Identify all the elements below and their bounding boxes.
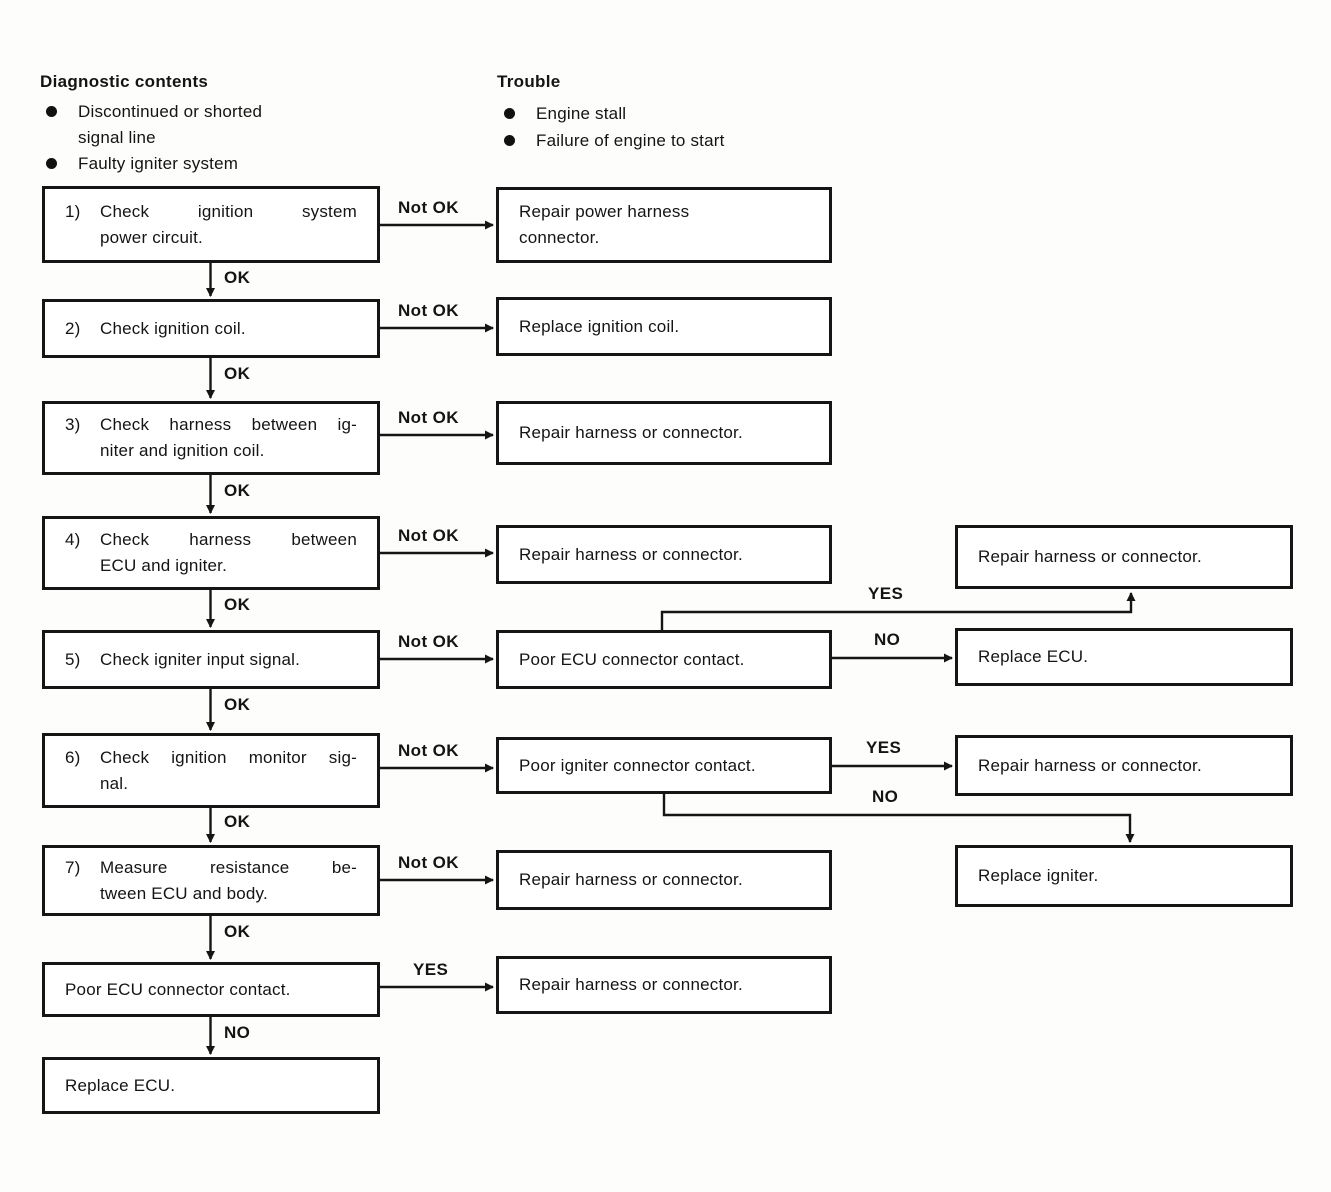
action-box-6: Poor igniter connector contact. <box>496 737 832 794</box>
diagnostic-item-text: Discontinued or shorted signal line <box>78 102 263 147</box>
no-label-step5: NO <box>874 630 901 649</box>
check-text-line1: Measure resistance be- <box>100 857 357 877</box>
ok-label-6: OK <box>224 812 251 831</box>
action-box-5: Poor ECU connector contact. <box>496 630 832 689</box>
box-text: Poor igniter connector contact. <box>519 755 756 775</box>
not-ok-label-3: Not OK <box>398 408 459 427</box>
check-text-line1: Check ignition coil. <box>100 318 246 338</box>
trouble-item: Engine stall <box>504 101 804 127</box>
ok-label-4: OK <box>224 595 251 614</box>
diagnostic-item: Discontinued or shorted signal line <box>46 99 326 151</box>
box-text: Poor ECU connector contact. <box>65 979 291 999</box>
diagnostic-item-text: Faulty igniter system <box>78 154 239 173</box>
step-number: 6) <box>65 747 81 767</box>
no-label-step6: NO <box>872 787 899 806</box>
bullet-icon <box>46 106 57 117</box>
trouble-item-text: Failure of engine to start <box>536 131 725 150</box>
box-text: Repair harness or connector. <box>519 870 743 889</box>
box-text: Poor ECU connector contact. <box>519 649 745 669</box>
not-ok-label-5: Not OK <box>398 632 459 651</box>
box-text: Replace igniter. <box>978 866 1099 885</box>
yes-label-row8: YES <box>413 960 449 979</box>
not-ok-label-4: Not OK <box>398 526 459 545</box>
action-box-2: Replace ignition coil. <box>496 297 832 356</box>
step-number: 2) <box>65 318 81 338</box>
ok-label-7: OK <box>224 922 251 941</box>
step-number: 1) <box>65 201 81 221</box>
box-text: Repair harness or connector. <box>978 547 1202 566</box>
poor-ecu-contact-box: Poor ECU connector contact. <box>42 962 380 1017</box>
diagnostic-item: Faulty igniter system <box>46 151 326 177</box>
check-text-line2: niter and ignition coil. <box>100 441 265 460</box>
diagnostic-contents-title: Diagnostic contents <box>40 72 209 91</box>
right-box-replace-igniter: Replace igniter. <box>955 845 1293 907</box>
check-text-line2: ECU and igniter. <box>100 556 227 575</box>
right-box-repair-harness-1: Repair harness or connector. <box>955 525 1293 589</box>
yes-label-step6: YES <box>866 738 902 757</box>
step-number: 3) <box>65 415 81 434</box>
trouble-item-text: Engine stall <box>536 104 627 123</box>
check-text-line1: Check igniter input signal. <box>100 649 301 669</box>
not-ok-label-6: Not OK <box>398 741 459 760</box>
check-text-line1: Check ignition system <box>100 201 357 221</box>
check-box-2: 2) Check ignition coil. <box>42 299 380 358</box>
yes-label-step5: YES <box>868 584 904 603</box>
replace-ecu-final-box: Replace ECU. <box>42 1057 380 1114</box>
ok-label-5: OK <box>224 695 251 714</box>
step-number: 4) <box>65 530 81 549</box>
check-text-line2: nal. <box>100 773 129 793</box>
ok-label-2: OK <box>224 364 251 383</box>
bullet-icon <box>504 135 515 146</box>
check-box-3: 3) Check harness between ig-niter and ig… <box>42 401 380 475</box>
action-box-1: Repair power harness connector. <box>496 187 832 263</box>
no-label-bottom: NO <box>224 1023 251 1042</box>
action-box-4: Repair harness or connector. <box>496 525 832 584</box>
ok-label-1: OK <box>224 268 251 287</box>
trouble-item: Failure of engine to start <box>504 128 804 154</box>
box-text: Repair power harness connector. <box>519 202 690 247</box>
step-number: 7) <box>65 857 81 877</box>
action-box-3: Repair harness or connector. <box>496 401 832 465</box>
bullet-icon <box>504 108 515 119</box>
box-text: Replace ECU. <box>65 1075 176 1095</box>
trouble-title: Trouble <box>497 72 561 91</box>
ok-label-3: OK <box>224 481 251 500</box>
check-box-7: 7) Measure resistance be-tween ECU and b… <box>42 845 380 916</box>
not-ok-label-2: Not OK <box>398 301 459 320</box>
not-ok-label-1: Not OK <box>398 198 459 217</box>
check-box-5: 5) Check igniter input signal. <box>42 630 380 689</box>
check-text-line1: Check harness between <box>100 530 357 549</box>
box-text: Repair harness or connector. <box>978 755 1202 775</box>
check-box-1: 1) Check ignition system power circuit. <box>42 186 380 263</box>
step-number: 5) <box>65 649 81 669</box>
not-ok-label-7: Not OK <box>398 853 459 872</box>
check-text-line1: Check ignition monitor sig- <box>100 747 357 767</box>
check-box-6: 6) Check ignition monitor sig-nal. <box>42 733 380 808</box>
box-text: Replace ignition coil. <box>519 316 680 336</box>
check-text-line2: tween ECU and body. <box>100 883 268 903</box>
box-text: Replace ECU. <box>978 647 1089 666</box>
action-box-8: Repair harness or connector. <box>496 956 832 1014</box>
action-box-7: Repair harness or connector. <box>496 850 832 910</box>
right-box-repair-harness-2: Repair harness or connector. <box>955 735 1293 796</box>
right-box-replace-ecu: Replace ECU. <box>955 628 1293 686</box>
box-text: Repair harness or connector. <box>519 544 743 564</box>
check-text-line1: Check harness between ig- <box>100 415 357 434</box>
box-text: Repair harness or connector. <box>519 423 743 442</box>
check-text-line2: power circuit. <box>100 227 203 247</box>
box-text: Repair harness or connector. <box>519 975 743 994</box>
bullet-icon <box>46 158 57 169</box>
